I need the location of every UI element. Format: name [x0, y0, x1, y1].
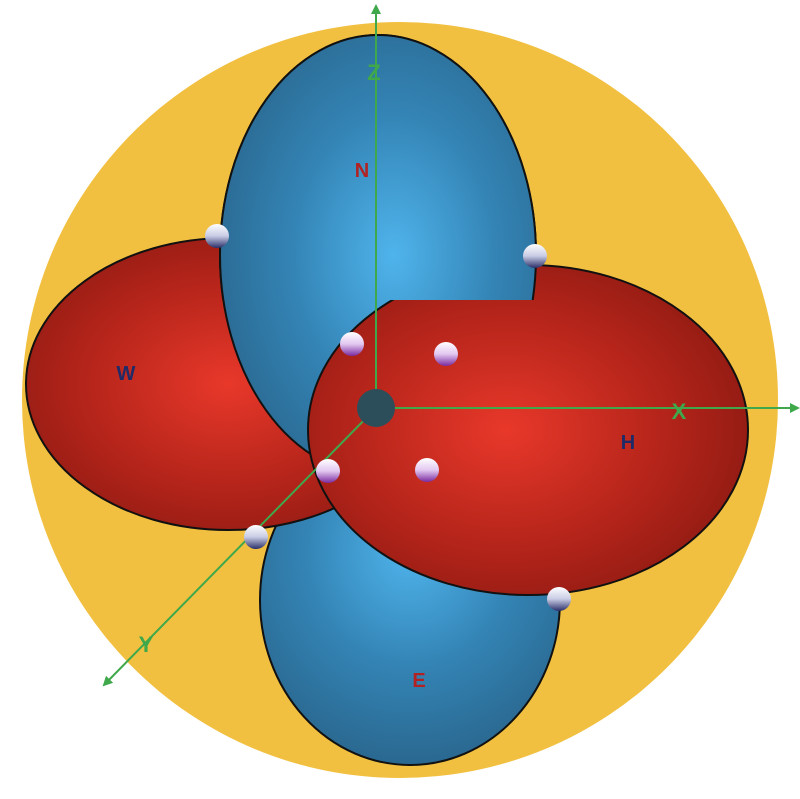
electron-ball: [434, 342, 458, 366]
label-e: E: [412, 670, 425, 692]
axis-label-x: X: [672, 399, 687, 424]
origin-nucleus: [357, 389, 395, 427]
y-axis: [102, 407, 377, 687]
electron-ball: [205, 224, 229, 248]
electron-ball: [340, 332, 364, 356]
electron-ball: [415, 458, 439, 482]
electron-ball: [316, 459, 340, 483]
label-n: N: [355, 160, 369, 182]
electron-ball: [523, 244, 547, 268]
label-h: H: [621, 432, 635, 454]
electron-group: [205, 224, 571, 611]
electron-ball: [547, 587, 571, 611]
axis-label-y: Y: [139, 632, 154, 657]
electron-ball: [244, 525, 268, 549]
axis-label-z: Z: [367, 60, 380, 85]
label-w: W: [117, 363, 136, 385]
red-lobe-right: [307, 264, 749, 596]
